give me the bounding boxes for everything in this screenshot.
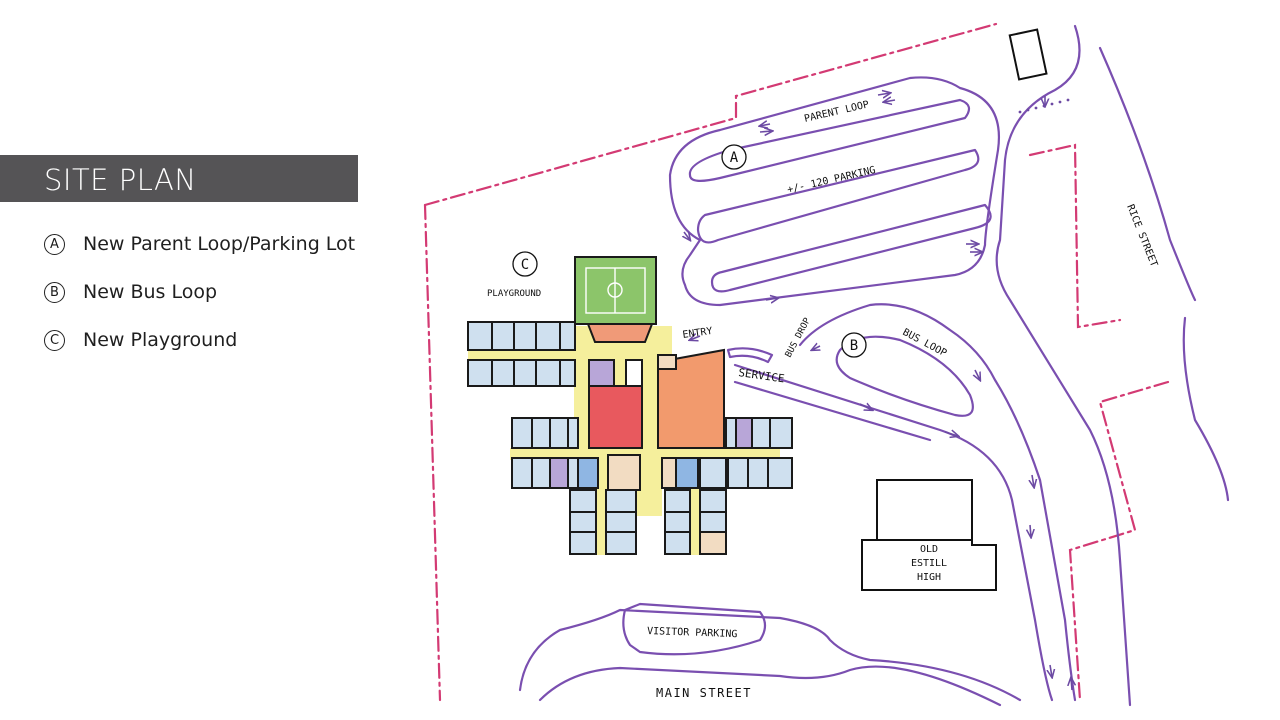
parking-island-north: [688, 98, 971, 182]
label-service: SERVICE: [738, 366, 786, 385]
legend-label-b: New Bus Loop: [83, 281, 218, 303]
label-rice-street: RICE STREET: [1124, 203, 1159, 269]
roads: [518, 24, 1230, 707]
label-estill: ESTILL: [911, 558, 947, 569]
bus-loop-outer: [733, 303, 1077, 702]
main-street-edge: [538, 665, 1002, 707]
legend-item-b: B New Bus Loop: [44, 268, 355, 316]
entry-canopy: [726, 347, 774, 364]
label-main-street: MAIN STREET: [656, 686, 752, 700]
property-lines: [423, 22, 1170, 702]
property-line-north: [423, 22, 998, 207]
parent-loop-outer: [668, 76, 1000, 307]
existing-buildings: [861, 28, 1048, 591]
cafeteria: [657, 348, 725, 449]
label-high: HIGH: [917, 572, 941, 583]
property-line-west: [423, 203, 442, 702]
label-bus-drop: BUS DROP: [784, 316, 813, 359]
legend: A New Parent Loop/Parking Lot B New Bus …: [44, 220, 355, 364]
parking-island-south: [710, 203, 992, 293]
label-playground: PLAYGROUND: [487, 289, 541, 299]
school-building: [467, 256, 793, 555]
legend-marker-a: A: [44, 233, 65, 255]
lilac-rooms: [588, 359, 615, 387]
east-wing-classrooms: [675, 417, 793, 489]
page-title: SITE PLAN: [44, 163, 197, 197]
gym: [588, 385, 643, 449]
traffic-arrows: [650, 93, 1072, 691]
title-bar: SITE PLAN: [0, 155, 358, 202]
marker-c: C: [512, 251, 538, 277]
north-wing-classrooms: [467, 321, 576, 387]
crosswalk-dots: [1018, 98, 1070, 114]
visitor-parking-island: [622, 602, 767, 656]
svg-text:B: B: [850, 338, 858, 354]
service-drive: [733, 380, 932, 442]
marker-a: A: [721, 144, 747, 170]
legend-item-c: C New Playground: [44, 316, 355, 364]
svg-text:A: A: [730, 150, 739, 166]
legend-marker-b: B: [44, 281, 65, 303]
bus-loop-inner-island: [835, 335, 974, 417]
kiosk-building: [1008, 28, 1048, 81]
legend-label-c: New Playground: [83, 329, 238, 351]
legend-label-a: New Parent Loop/Parking Lot: [83, 233, 356, 255]
legend-marker-c: C: [44, 329, 65, 351]
old-estill-high-building: [861, 479, 997, 591]
stage-area: [586, 323, 654, 343]
label-entry: ENTRY: [682, 326, 713, 341]
label-visitor-parking: VISITOR PARKING: [647, 626, 738, 640]
svg-text:C: C: [521, 257, 529, 273]
label-old: OLD: [920, 544, 938, 555]
rice-street-west-edge: [995, 24, 1132, 707]
property-line-east-a: [1028, 143, 1122, 329]
label-parking: +/- 120 PARKING: [786, 165, 876, 196]
south-wing-classrooms: [569, 489, 727, 555]
visitor-parking-outer: [518, 608, 1022, 702]
marker-b: B: [841, 332, 867, 358]
legend-item-a: A New Parent Loop/Parking Lot: [44, 220, 355, 268]
support-rooms: [607, 454, 641, 491]
west-wing-classrooms: [511, 417, 599, 489]
property-line-east-b: [1068, 380, 1170, 702]
parking-island-middle: [696, 148, 980, 244]
rice-street-east-edge: [1098, 46, 1230, 502]
